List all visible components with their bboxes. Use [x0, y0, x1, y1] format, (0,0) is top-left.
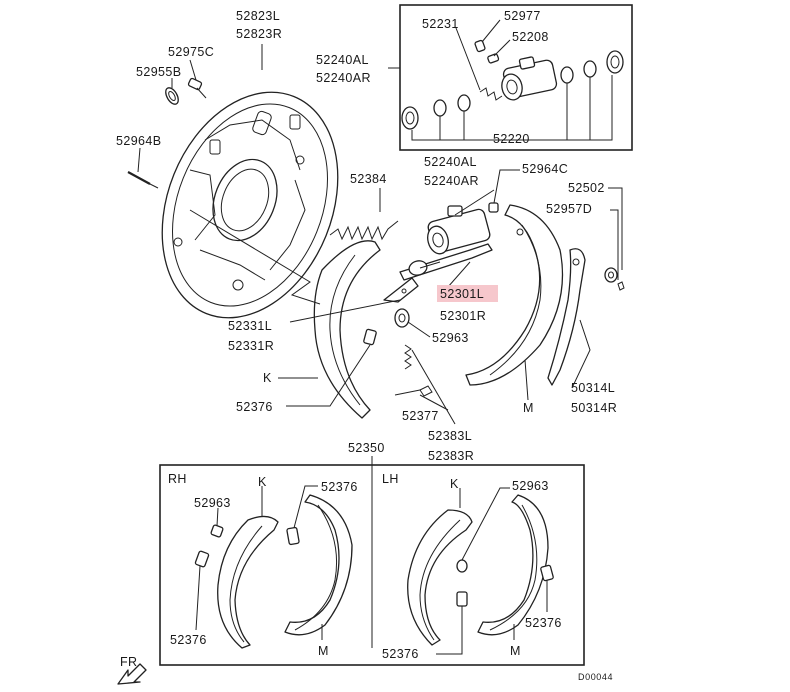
label-52964b: 52964B [116, 134, 162, 148]
label-52231: 52231 [422, 17, 459, 31]
label-52350: 52350 [348, 441, 385, 455]
label-m-mid: M [523, 401, 534, 415]
wheel-cylinder-body[interactable] [500, 56, 558, 102]
label-52376-lh-bottom: 52376 [382, 647, 419, 661]
bolt-52975c[interactable] [187, 77, 207, 99]
clip-52502[interactable] [604, 267, 618, 283]
washer-52963-rh[interactable] [210, 524, 224, 538]
brake-shoe-m-lh[interactable] [477, 494, 549, 636]
label-k-rh: K [258, 475, 267, 489]
pin-52376-rh-bottom[interactable] [194, 550, 210, 568]
label-52220: 52220 [493, 132, 530, 146]
front-arrow-icon [117, 663, 147, 685]
wheel-cylinder-52240[interactable] [425, 205, 491, 256]
label-52240ar-mid: 52240AR [424, 174, 479, 188]
spring-52384[interactable] [329, 220, 399, 241]
brake-shoe-k-lh[interactable] [407, 509, 473, 646]
label-52963-mid: 52963 [432, 331, 469, 345]
label-52240ar-top: 52240AR [316, 71, 371, 85]
label-52963-rh: 52963 [194, 496, 231, 510]
pin-52376-lh-bottom[interactable] [456, 591, 468, 607]
bleeder-52977[interactable] [474, 39, 486, 53]
label-52240al-mid: 52240AL [424, 155, 477, 169]
label-52331r: 52331R [228, 339, 274, 353]
plug-52955b[interactable] [163, 86, 181, 107]
label-50314r: 50314R [571, 401, 617, 415]
pin-52377[interactable] [394, 385, 433, 397]
label-52208: 52208 [512, 30, 549, 44]
brake-shoe-m-rh[interactable] [284, 494, 353, 636]
kit-cups-left[interactable] [401, 94, 471, 130]
diagram-code: D00044 [578, 672, 613, 682]
brake-shoe-k-mid[interactable] [313, 240, 381, 419]
label-52502: 52502 [568, 181, 605, 195]
label-52240al-top: 52240AL [316, 53, 369, 67]
washer-52963-lh[interactable] [456, 559, 468, 573]
brake-shoe-m-mid[interactable] [465, 204, 564, 386]
label-52964c: 52964C [522, 162, 568, 176]
washer-52963-mid[interactable] [394, 308, 410, 328]
label-52376-rh-bottom: 52376 [170, 633, 207, 647]
kit-cups-right[interactable] [560, 50, 624, 84]
label-52977: 52977 [504, 9, 541, 23]
label-52331l: 52331L [228, 319, 272, 333]
pin-52376-rh-top[interactable] [286, 526, 300, 546]
label-50314l: 50314L [571, 381, 615, 395]
wheel-cylinder-kit-box [399, 4, 633, 151]
pin-52964b[interactable] [127, 171, 159, 189]
brake-shoe-k-rh[interactable] [217, 515, 279, 649]
pin-52376-mid[interactable] [363, 328, 377, 346]
label-52963-lh: 52963 [512, 479, 549, 493]
spring-52231[interactable] [479, 87, 503, 101]
label-rh: RH [168, 472, 187, 486]
cap-52208[interactable] [487, 53, 500, 64]
label-52301l: 52301L [440, 287, 484, 301]
label-52975c: 52975C [168, 45, 214, 59]
label-k-lh: K [450, 477, 459, 491]
clip-52964c[interactable] [488, 202, 499, 213]
label-52376-mid: 52376 [236, 400, 273, 414]
label-52383l: 52383L [428, 429, 472, 443]
label-52301r: 52301R [440, 309, 486, 323]
label-m-rh: M [318, 644, 329, 658]
label-52823l: 52823L [236, 9, 280, 23]
label-52376-rh-top: 52376 [321, 480, 358, 494]
pin-52376-lh-right[interactable] [540, 564, 554, 582]
label-lh: LH [382, 472, 399, 486]
label-52383r: 52383R [428, 449, 474, 463]
label-52955b: 52955B [136, 65, 182, 79]
lever-52331[interactable] [383, 277, 419, 303]
label-m-lh: M [510, 644, 521, 658]
label-52377: 52377 [402, 409, 439, 423]
label-52823r: 52823R [236, 27, 282, 41]
label-fr: FR [120, 655, 137, 669]
spring-52383[interactable] [404, 344, 412, 370]
label-52376-lh-right: 52376 [525, 616, 562, 630]
backing-plate[interactable] [130, 66, 370, 344]
label-k-mid: K [263, 371, 272, 385]
label-52957d: 52957D [546, 202, 592, 216]
pin-52957d[interactable] [617, 281, 625, 291]
highlight-52301l [437, 285, 498, 302]
parking-lever-50314[interactable] [547, 248, 586, 386]
label-52384: 52384 [350, 172, 387, 186]
adjuster-52301[interactable] [399, 243, 493, 281]
